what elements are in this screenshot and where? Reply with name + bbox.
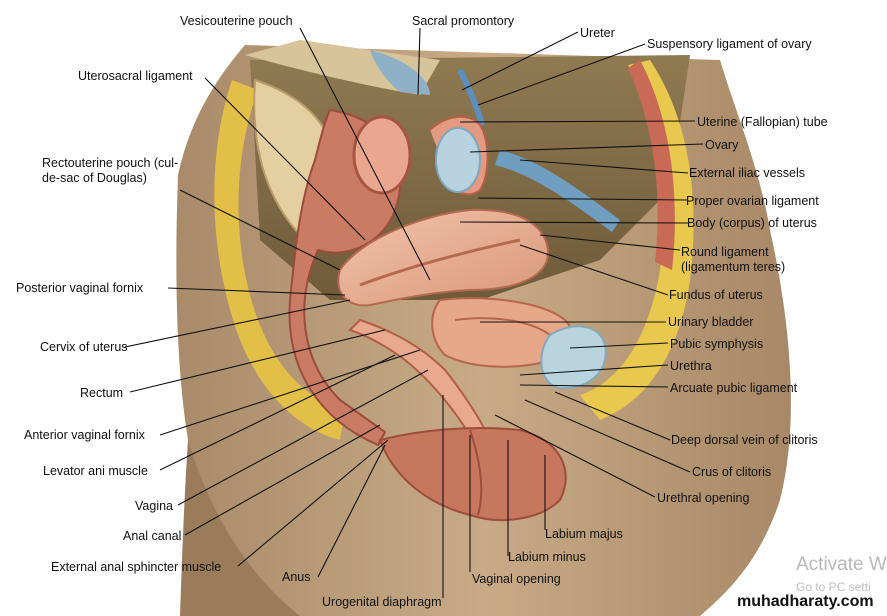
leader-cervix bbox=[124, 299, 351, 348]
label-crus-clitoris: Crus of clitoris bbox=[692, 465, 772, 479]
label-body-uterus: Body (corpus) of uterus bbox=[687, 216, 817, 230]
leader-urethral-opening bbox=[494, 414, 656, 498]
label-urinary-bladder: Urinary bladder bbox=[668, 315, 754, 329]
leader-uterosacral bbox=[204, 77, 366, 241]
label-anus: Anus bbox=[282, 570, 311, 584]
label-labium-minus: Labium minus bbox=[508, 550, 586, 564]
label-ovary: Ovary bbox=[705, 138, 739, 152]
label-external-anal-sphincter: External anal sphincter muscle bbox=[51, 560, 222, 574]
leader-arcuate bbox=[519, 384, 669, 388]
label-rectouterine-pouch: Rectouterine pouch (cul- de-sac of Dougl… bbox=[42, 156, 179, 185]
leader-anus bbox=[317, 444, 386, 578]
posterior-fat-layer bbox=[214, 80, 345, 440]
label-ureter: Ureter bbox=[580, 26, 615, 40]
rectus-muscle bbox=[628, 60, 675, 270]
label-arcuate: Arcuate pubic ligament bbox=[670, 381, 798, 395]
label-vaginal-opening: Vaginal opening bbox=[472, 572, 561, 586]
label-anterior-fornix: Anterior vaginal fornix bbox=[24, 428, 145, 442]
label-pubic-symphysis: Pubic symphysis bbox=[670, 337, 764, 351]
activate-watermark: Activate W bbox=[796, 554, 887, 575]
ovary-shape bbox=[435, 127, 481, 193]
external-iliac-vessels bbox=[495, 150, 620, 232]
label-uterosacral-ligament: Uterosacral ligament bbox=[78, 69, 193, 83]
leader-suspensory bbox=[477, 43, 646, 106]
label-anal-canal: Anal canal bbox=[123, 529, 182, 543]
leader-sacral bbox=[417, 27, 421, 96]
label-vagina: Vagina bbox=[135, 499, 173, 513]
leader-pubic bbox=[569, 342, 669, 349]
leader-posterior bbox=[167, 287, 346, 296]
leader-fundus bbox=[519, 244, 669, 296]
rectum-shape bbox=[288, 108, 402, 447]
uterine-cavity bbox=[359, 238, 521, 287]
label-uterine-tube: Uterine (Fallopian) tube bbox=[697, 115, 828, 129]
label-levator-ani: Levator ani muscle bbox=[43, 464, 148, 478]
label-urethra: Urethra bbox=[670, 359, 712, 373]
leader-anal-canal bbox=[184, 424, 381, 536]
label-vesicouterine-pouch: Vesicouterine pouch bbox=[180, 14, 293, 28]
thigh-shadow bbox=[180, 440, 300, 616]
leader-urethra bbox=[519, 364, 669, 376]
leader-anterior bbox=[159, 349, 421, 436]
site-watermark: muhadharaty.com bbox=[737, 593, 874, 610]
label-labium-majus: Labium majus bbox=[545, 527, 623, 541]
vertebra-blue bbox=[370, 50, 430, 95]
label-cervix: Cervix of uterus bbox=[40, 340, 128, 354]
label-rectum: Rectum bbox=[80, 386, 124, 400]
label-deep-dorsal-vein: Deep dorsal vein of clitoris bbox=[671, 433, 818, 447]
label-fundus: Fundus of uterus bbox=[669, 288, 763, 302]
suspensory-vessels bbox=[457, 68, 485, 126]
leader-crus bbox=[524, 399, 691, 473]
label-external-iliac: External iliac vessels bbox=[689, 166, 806, 180]
label-proper-ovarian: Proper ovarian ligament bbox=[686, 194, 819, 208]
leader-vesicouterine bbox=[299, 27, 431, 281]
settings-watermark: Go to PC setti bbox=[796, 580, 871, 594]
label-urogenital-diaphragm: Urogenital diaphragm bbox=[322, 595, 442, 609]
label-posterior-fornix: Posterior vaginal fornix bbox=[16, 281, 144, 295]
leader-ovary bbox=[469, 143, 704, 153]
leader-ext-sphincter bbox=[237, 439, 389, 567]
leader-proper bbox=[477, 197, 689, 201]
label-urethral-opening: Urethral opening bbox=[657, 491, 750, 505]
leader-round bbox=[539, 234, 681, 251]
leader-iliac bbox=[519, 159, 689, 174]
leader-levator bbox=[159, 354, 396, 471]
label-round-ligament: Round ligament (ligamentum teres) bbox=[681, 245, 786, 274]
leader-body bbox=[459, 221, 689, 224]
label-suspensory-ligament: Suspensory ligament of ovary bbox=[647, 37, 812, 51]
labium-fold bbox=[469, 429, 483, 516]
leader-tube bbox=[459, 120, 696, 123]
bladder-lumen bbox=[454, 317, 551, 336]
label-sacral-promontory: Sacral promontory bbox=[412, 14, 515, 28]
leader-deep-dorsal bbox=[554, 391, 671, 441]
leader-ureter bbox=[461, 31, 579, 91]
leader-vagina bbox=[177, 369, 429, 506]
leader-rectum bbox=[129, 329, 386, 393]
rectum-lumen bbox=[352, 115, 412, 195]
perineum bbox=[378, 427, 567, 521]
leader-rectouterine bbox=[179, 189, 341, 271]
